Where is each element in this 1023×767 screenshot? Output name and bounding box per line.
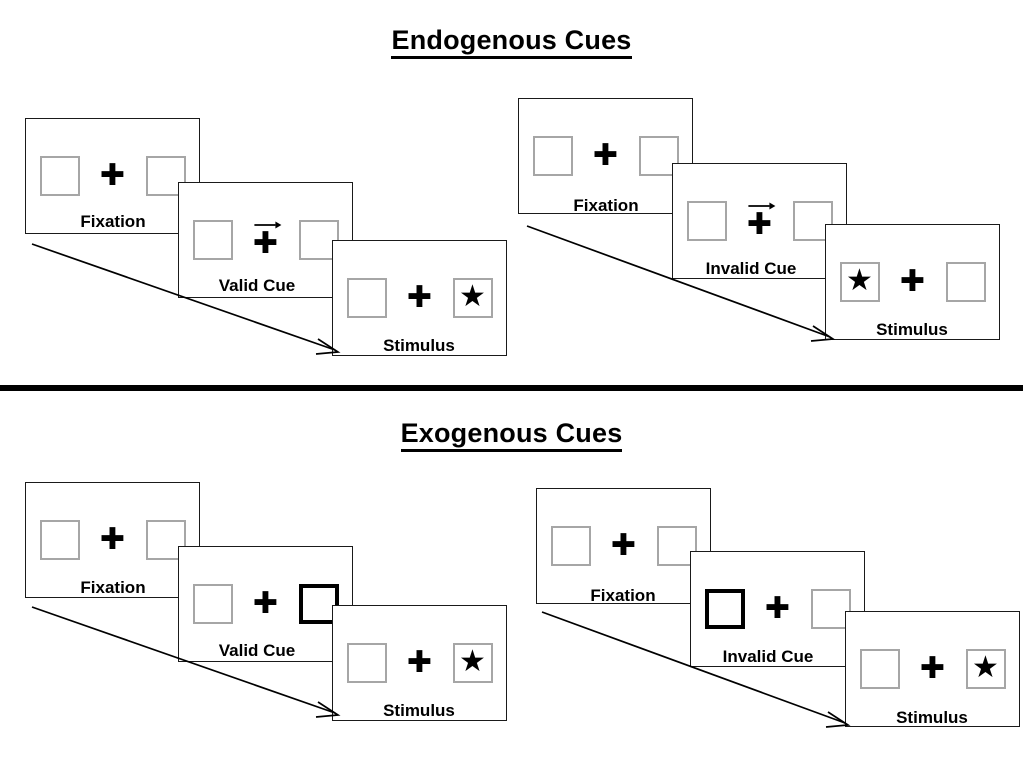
time-flow-arrow xyxy=(30,240,360,370)
right-box-cued xyxy=(298,584,339,624)
target-star-icon: ★ xyxy=(972,651,999,684)
panel-label-stimulus: Stimulus xyxy=(383,701,455,720)
section-exogenous-cues: Exogenous Cues ✚ Fixation ✚ Valid Cue xyxy=(0,393,1023,767)
panel-invalid-cue: ✚ xyxy=(672,163,847,279)
right-box xyxy=(810,589,851,629)
panel-fixation: ✚ xyxy=(536,488,711,604)
section-title-exogenous-text: Exogenous Cues xyxy=(400,418,623,452)
panel-stimulus: ✚ ★ xyxy=(845,611,1020,727)
fixation-cross-wrap: ✚ xyxy=(609,524,639,568)
left-box xyxy=(859,649,900,689)
panel-label-fixation: Fixation xyxy=(590,586,656,605)
time-flow-arrow xyxy=(525,222,855,352)
fixation-cross-icon: ✚ xyxy=(764,591,791,626)
fixation-cross-wrap: ✚ xyxy=(405,641,435,685)
right-box xyxy=(792,201,833,241)
panel-fixation: ✚ xyxy=(518,98,693,214)
panel-fixation: ✚ xyxy=(25,118,200,234)
right-box xyxy=(638,136,679,176)
fixation-cross-icon: ✚ xyxy=(99,158,126,193)
arrow-right-cue-icon xyxy=(747,201,775,211)
panel-stimulus: ★ ✚ xyxy=(825,224,1000,340)
left-box-target: ★ xyxy=(839,262,880,302)
arrow-right-cue-icon xyxy=(253,220,281,230)
fixation-cross-wrap: ✚ xyxy=(898,260,928,304)
left-box xyxy=(346,643,387,683)
section-endogenous-cues: Endogenous Cues ✚ Fixation xyxy=(0,25,1023,370)
panel-label-valid-cue: Valid Cue xyxy=(218,276,296,295)
panel-label-invalid-cue: Invalid Cue xyxy=(722,647,814,666)
fixation-cross-wrap: ✚ xyxy=(591,134,621,178)
left-box xyxy=(550,526,591,566)
fixation-cross-icon: ✚ xyxy=(406,280,433,315)
section-title-endogenous: Endogenous Cues xyxy=(0,25,1023,59)
section-title-exogenous: Exogenous Cues xyxy=(0,418,1023,452)
target-star-icon: ★ xyxy=(459,280,486,313)
fixation-cross-wrap: ✚ xyxy=(918,647,948,691)
section-title-endogenous-text: Endogenous Cues xyxy=(391,25,632,59)
right-box xyxy=(945,262,986,302)
panel-label-valid-cue: Valid Cue xyxy=(218,641,296,660)
panel-valid-cue: ✚ xyxy=(178,546,353,662)
fixation-cross-wrap: ✚ xyxy=(251,582,281,626)
left-box xyxy=(192,220,233,260)
panel-label-stimulus: Stimulus xyxy=(876,320,948,339)
fixation-cross-icon: ✚ xyxy=(899,264,926,299)
left-box xyxy=(532,136,573,176)
fixation-cross-wrap: ✚ xyxy=(763,587,793,631)
fixation-cross-wrap: ✚ xyxy=(745,199,775,243)
time-flow-arrow xyxy=(540,608,870,738)
fixation-cross-icon: ✚ xyxy=(592,138,619,173)
panel-stimulus: ✚ ★ xyxy=(332,240,507,356)
panel-label-stimulus: Stimulus xyxy=(383,336,455,355)
panel-label-fixation: Fixation xyxy=(80,212,146,231)
fixation-cross-wrap: ✚ xyxy=(405,276,435,320)
target-star-icon: ★ xyxy=(846,264,873,297)
fixation-cross-icon: ✚ xyxy=(252,586,279,621)
fixation-cross-icon: ✚ xyxy=(746,207,773,242)
fixation-cross-icon: ✚ xyxy=(919,651,946,686)
panel-invalid-cue: ✚ xyxy=(690,551,865,667)
fixation-cross-wrap: ✚ xyxy=(98,154,128,198)
right-box-target: ★ xyxy=(452,643,493,683)
left-box xyxy=(686,201,727,241)
fixation-cross-icon: ✚ xyxy=(610,528,637,563)
fixation-cross-icon: ✚ xyxy=(99,522,126,557)
right-box-target: ★ xyxy=(452,278,493,318)
left-box xyxy=(192,584,233,624)
panel-label-fixation: Fixation xyxy=(573,196,639,215)
left-box xyxy=(346,278,387,318)
fixation-cross-wrap: ✚ xyxy=(251,218,281,262)
panel-valid-cue: ✚ xyxy=(178,182,353,298)
panel-label-stimulus: Stimulus xyxy=(896,708,968,727)
time-flow-arrow xyxy=(30,603,360,733)
panel-label-invalid-cue: Invalid Cue xyxy=(705,259,797,278)
left-box xyxy=(39,520,80,560)
fixation-cross-wrap: ✚ xyxy=(98,518,128,562)
panel-label-fixation: Fixation xyxy=(80,578,146,597)
section-divider xyxy=(0,385,1023,391)
fixation-cross-icon: ✚ xyxy=(406,645,433,680)
right-box-target: ★ xyxy=(965,649,1006,689)
left-box xyxy=(39,156,80,196)
left-box-cued xyxy=(704,589,745,629)
target-star-icon: ★ xyxy=(459,645,486,678)
panel-fixation: ✚ xyxy=(25,482,200,598)
right-box xyxy=(656,526,697,566)
fixation-cross-icon: ✚ xyxy=(252,226,279,261)
panel-stimulus: ✚ ★ xyxy=(332,605,507,721)
